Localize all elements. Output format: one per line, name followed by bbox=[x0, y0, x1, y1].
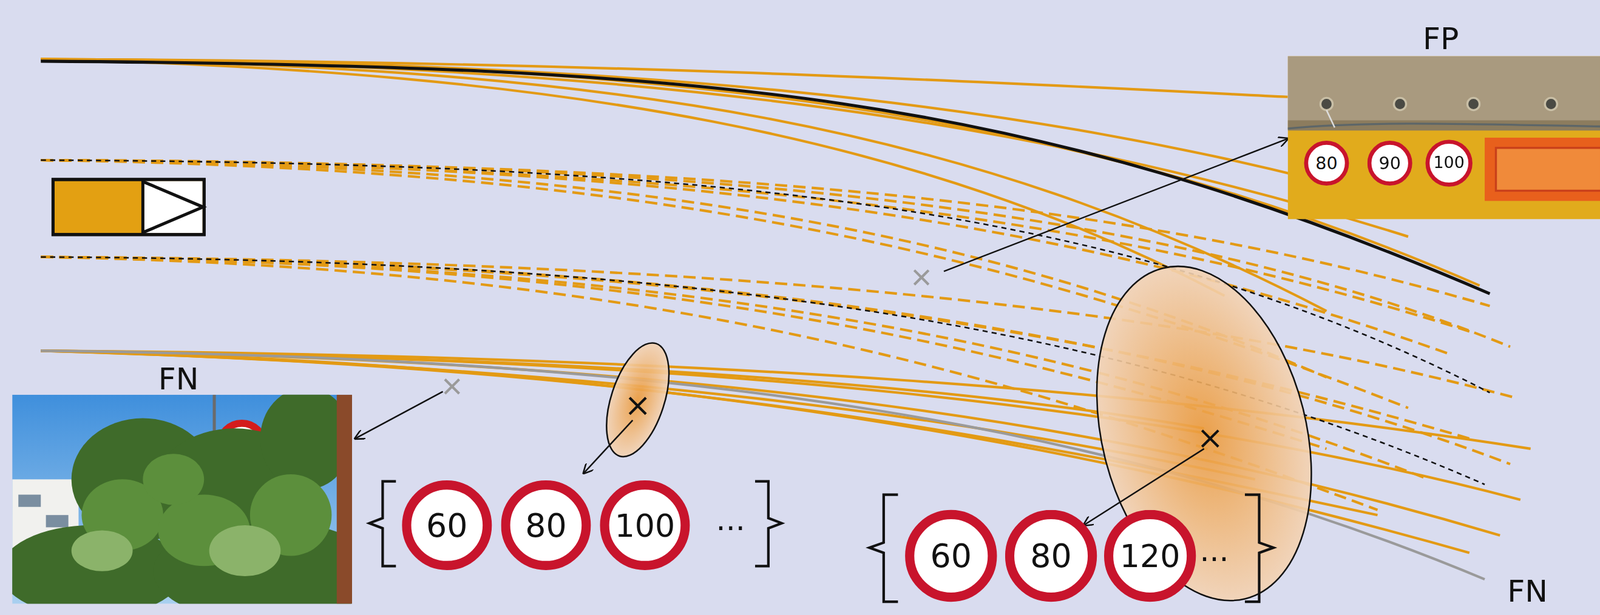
speed-limit-sign: 60 bbox=[401, 480, 492, 571]
sign-number: 100 bbox=[614, 509, 675, 542]
false-positive-photo bbox=[1288, 55, 1600, 220]
leader-arrow bbox=[355, 138, 1289, 526]
sign-number: 90 bbox=[1378, 154, 1401, 173]
road-edge bbox=[40, 61, 1490, 294]
ellipsis: ... bbox=[1199, 535, 1229, 567]
uncertainty-ellipse bbox=[1064, 244, 1345, 615]
speed-limit-sign: 80 bbox=[1303, 140, 1349, 186]
speed-limit-sign: 60 bbox=[905, 510, 997, 603]
category-label: FP bbox=[1422, 23, 1459, 55]
sign-number: 100 bbox=[1433, 155, 1465, 172]
false-negative-photo bbox=[12, 395, 353, 605]
sign-number: 80 bbox=[1030, 540, 1072, 573]
ellipsis: ... bbox=[716, 505, 746, 536]
speed-limit-sign: 80 bbox=[1005, 510, 1097, 603]
speed-limit-sign: 90 bbox=[1367, 140, 1413, 186]
speed-limit-sign: 120 bbox=[1104, 510, 1196, 603]
detection-cross bbox=[629, 398, 1219, 448]
uncertainty-ellipse bbox=[594, 335, 682, 465]
sign-number: 60 bbox=[426, 509, 468, 543]
ego-vehicle bbox=[52, 179, 204, 235]
speed-limit-sign: 80 bbox=[500, 480, 591, 571]
sign-number: 120 bbox=[1119, 540, 1180, 572]
false-detection-cross bbox=[444, 270, 929, 394]
category-label: FN bbox=[1507, 576, 1548, 607]
speed-limit-sign: 100 bbox=[599, 480, 690, 571]
sign-number: 60 bbox=[930, 540, 972, 573]
sign-number: 80 bbox=[1315, 154, 1338, 173]
category-label: FN bbox=[158, 364, 200, 395]
sign-number: 80 bbox=[525, 509, 567, 543]
